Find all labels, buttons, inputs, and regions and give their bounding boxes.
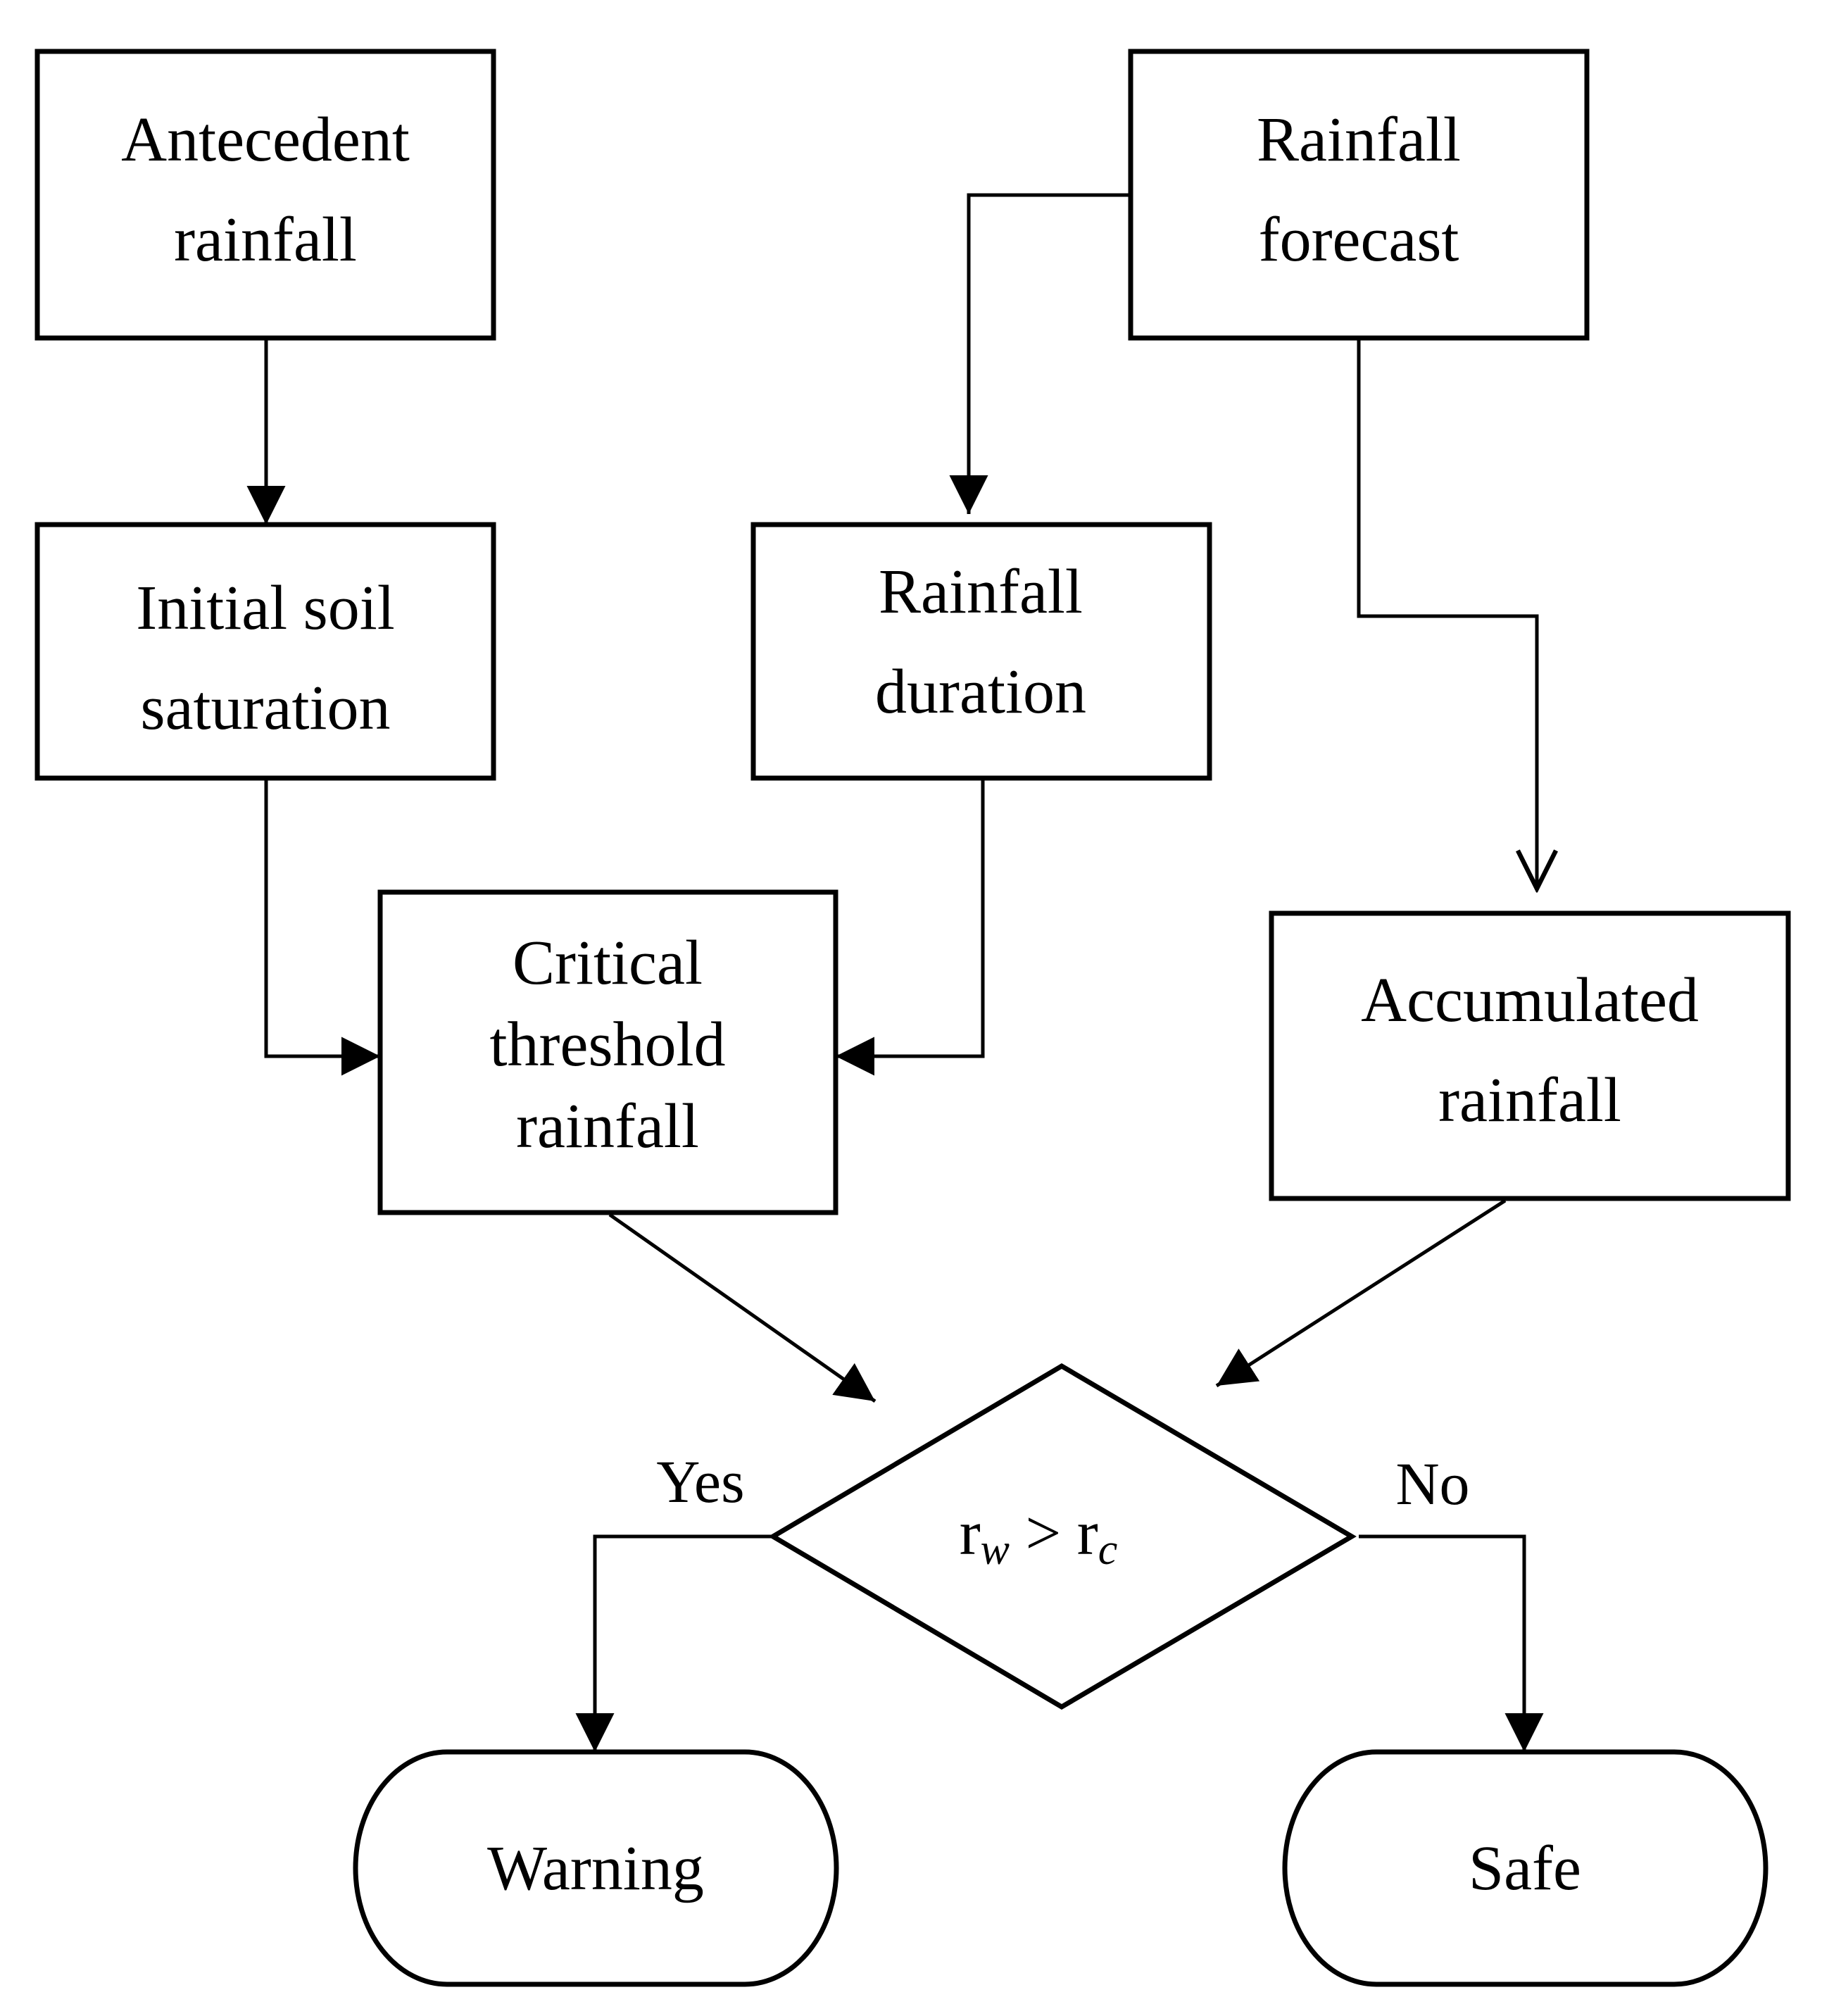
node-initial-soil-saturation-line1: Initial soil bbox=[136, 573, 394, 643]
branch-label-no: No bbox=[1395, 1450, 1469, 1517]
decision-subscript-c: c bbox=[1098, 1526, 1118, 1574]
arrow-duration-to-critical bbox=[836, 778, 985, 1076]
arrow-decision-to-safe bbox=[1359, 1534, 1544, 1752]
node-antecedent-rainfall: Antecedent rainfall bbox=[34, 49, 496, 341]
node-decision-diamond: rw > rc bbox=[768, 1363, 1357, 1710]
node-accumulated-rainfall: Accumulated rainfall bbox=[1269, 910, 1791, 1201]
terminal-warning: Warning bbox=[353, 1749, 839, 1987]
terminal-safe-label: Safe bbox=[1469, 1834, 1581, 1903]
node-critical-threshold-rainfall: Critical threshold rainfall bbox=[377, 889, 838, 1215]
decision-r-w: r bbox=[960, 1498, 981, 1568]
node-rainfall-duration-line1: Rainfall bbox=[879, 557, 1083, 627]
node-initial-soil-saturation-line2: saturation bbox=[141, 673, 391, 743]
node-antecedent-rainfall-line2: rainfall bbox=[174, 205, 357, 275]
branch-label-yes: Yes bbox=[656, 1448, 744, 1515]
arrow-critical-to-decision bbox=[608, 1213, 877, 1403]
node-rainfall-duration: Rainfall duration bbox=[750, 522, 1212, 781]
node-antecedent-rainfall-line1: Antecedent bbox=[121, 105, 410, 175]
decision-r-c: r bbox=[1077, 1498, 1098, 1568]
node-critical-threshold-line2: threshold bbox=[490, 1010, 726, 1079]
node-accumulated-rainfall-line2: rainfall bbox=[1438, 1065, 1621, 1135]
arrow-accumulated-to-decision bbox=[1215, 1198, 1507, 1388]
node-critical-threshold-line3: rainfall bbox=[516, 1091, 699, 1161]
decision-subscript-w: w bbox=[981, 1526, 1010, 1574]
decision-operator: > bbox=[1010, 1498, 1077, 1568]
node-accumulated-rainfall-line1: Accumulated bbox=[1361, 965, 1699, 1035]
node-critical-threshold-line1: Critical bbox=[513, 928, 703, 998]
arrow-soil-to-critical bbox=[264, 778, 380, 1076]
node-rainfall-forecast-line1: Rainfall bbox=[1257, 105, 1461, 175]
node-rainfall-forecast-line2: forecast bbox=[1259, 205, 1459, 275]
arrow-forecast-to-duration bbox=[949, 193, 1131, 514]
node-rainfall-duration-line2: duration bbox=[875, 657, 1086, 727]
terminal-safe: Safe bbox=[1282, 1749, 1768, 1987]
arrow-forecast-to-accumulated bbox=[1357, 338, 1537, 889]
node-rainfall-forecast: Rainfall forecast bbox=[1128, 49, 1590, 341]
arrow-decision-to-warning bbox=[575, 1534, 773, 1752]
decision-condition: rw > rc bbox=[960, 1498, 1118, 1574]
terminal-warning-label: Warning bbox=[487, 1834, 704, 1903]
node-initial-soil-saturation: Initial soil saturation bbox=[34, 522, 496, 781]
